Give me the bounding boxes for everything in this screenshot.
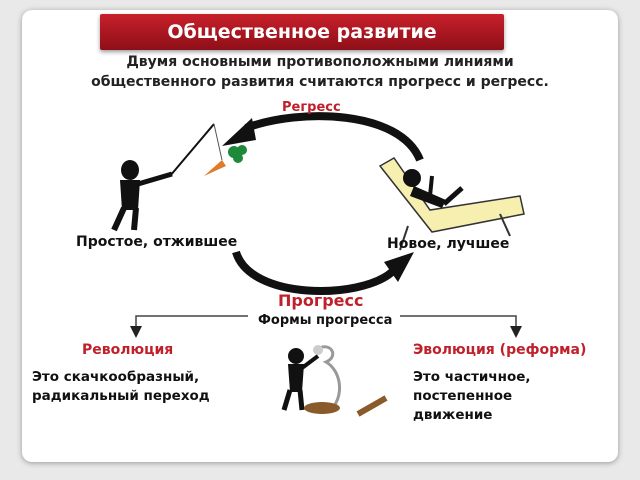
regress-arc: [244, 112, 424, 162]
hourglass-figure-icon: [281, 345, 388, 417]
intro-text: Двумя основными противоположными линиями…: [30, 52, 610, 92]
revolution-line-2: радикальный переход: [32, 388, 210, 404]
intro-line-1: Двумя основными противоположными линиями: [126, 54, 514, 70]
carrot-icon: [204, 145, 247, 176]
regress-arrowhead: [222, 118, 256, 146]
intro-line-2: общественного развития считаются прогрес…: [91, 74, 549, 90]
new-label: Новое, лучшее: [387, 236, 510, 252]
evolution-text: Это частичное, постепенное движение: [413, 368, 531, 425]
progress-arc: [232, 250, 395, 295]
evolution-title: Эволюция (реформа): [413, 342, 587, 358]
evolution-line-2: постепенное: [413, 388, 513, 404]
branch-right: [400, 315, 522, 338]
lounge-chair-icon: [378, 157, 525, 251]
evolution-line-3: движение: [413, 407, 493, 423]
old-label: Простое, отжившее: [76, 234, 238, 250]
branch-left: [130, 315, 248, 338]
revolution-line-1: Это скачкообразный,: [32, 369, 200, 385]
old-figure-icon: [111, 123, 223, 232]
revolution-text: Это скачкообразный, радикальный переход: [32, 368, 210, 406]
progress-label: Прогресс: [278, 291, 364, 310]
regress-label: Регресс: [282, 100, 341, 115]
page-title: Общественное развитие: [100, 14, 504, 50]
evolution-line-1: Это частичное,: [413, 369, 531, 385]
progress-arrowhead: [384, 252, 414, 282]
revolution-title: Революция: [82, 342, 174, 358]
new-figure-icon: [403, 169, 464, 208]
forms-of-progress-label: Формы прогресса: [258, 313, 393, 328]
slide: [22, 10, 618, 462]
